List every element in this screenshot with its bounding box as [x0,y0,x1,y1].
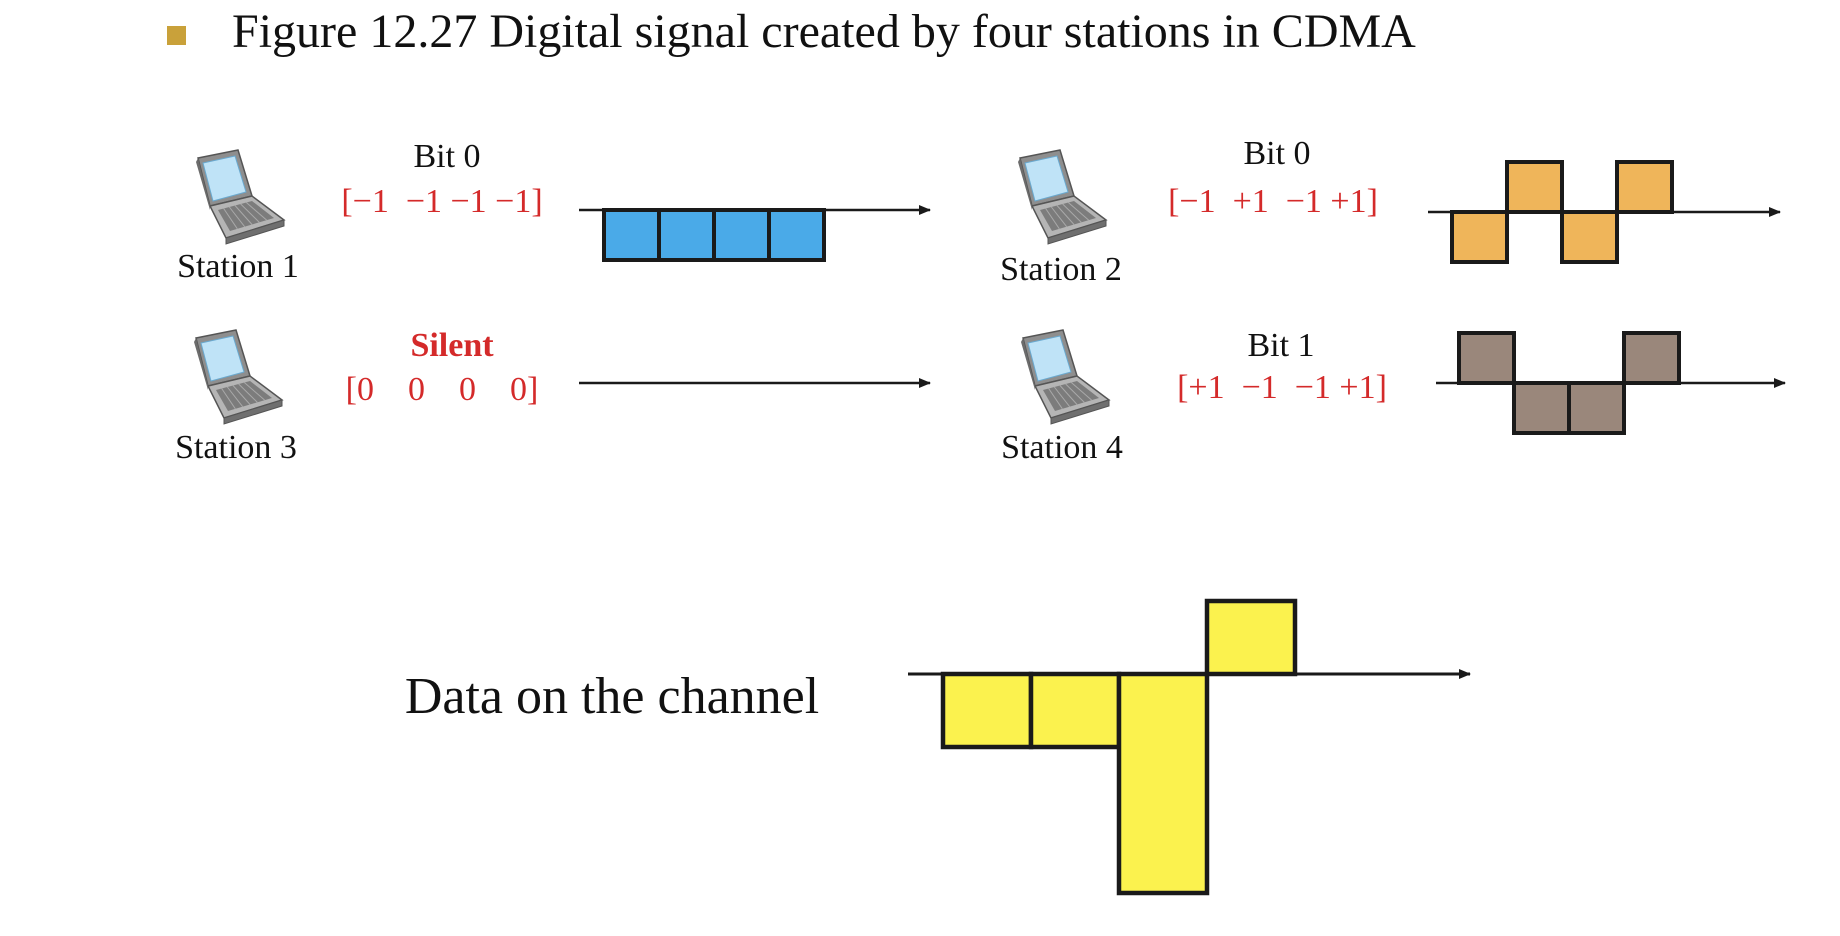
signal-chip-bar [1560,210,1619,264]
station-label: Station 3 [175,429,297,466]
chip-code: [−1 +1 −1 +1] [1168,183,1378,220]
chip-code: [0 0 0 0] [346,371,539,408]
station-label: Station 2 [1000,251,1122,288]
signal-chip-bar [602,208,661,262]
channel-label: Data on the channel [405,668,819,725]
signal-chip-bar [1622,331,1681,385]
signal-chip-bar [1450,210,1509,264]
channel-layer: Data on the channel [405,598,1471,896]
silent-label: Silent [410,327,494,364]
signal-chip-bar [712,208,771,262]
signal-chip-bar [1512,381,1571,435]
signal-chip-bar [1505,160,1564,214]
station-label: Station 4 [1001,429,1123,466]
laptop-icon [1018,149,1108,245]
station-label: Station 1 [177,248,299,285]
station-1: Station 1 Bit 0 [−1 −1 −1 −1] [177,138,931,285]
laptop-icon [1021,329,1111,425]
bit-label: Bit 0 [1243,135,1310,172]
title-bullet-icon [167,26,186,45]
signal-chip-bar [1615,160,1674,214]
station-2: Station 2 Bit 0 [−1 +1 −1 +1] [1000,135,1781,288]
channel-signal-bar [1028,671,1122,750]
chip-code: [+1 −1 −1 +1] [1177,369,1387,406]
signal-chip-bar [767,208,826,262]
station-3: Station 3 Silent [0 0 0 0] [175,327,931,466]
bit-label: Bit 1 [1247,327,1314,364]
figure-title: Figure 12.27 Digital signal created by f… [232,5,1416,58]
station-4: Station 4 Bit 1 [+1 −1 −1 +1] [1001,327,1786,466]
channel-signal-bar [940,671,1034,750]
signal-chip-bar [657,208,716,262]
laptop-icon [194,329,284,425]
channel-signal-bar [1116,671,1210,896]
chip-code: [−1 −1 −1 −1] [341,183,542,220]
stations-layer: Station 1 Bit 0 [−1 −1 −1 −1] Station 2 Bit … [175,135,1786,466]
signal-chip-bar [1457,331,1516,385]
channel-signal-bar [1204,598,1298,677]
laptop-icon [196,149,286,245]
bit-label: Bit 0 [413,138,480,175]
signal-chip-bar [1567,381,1626,435]
